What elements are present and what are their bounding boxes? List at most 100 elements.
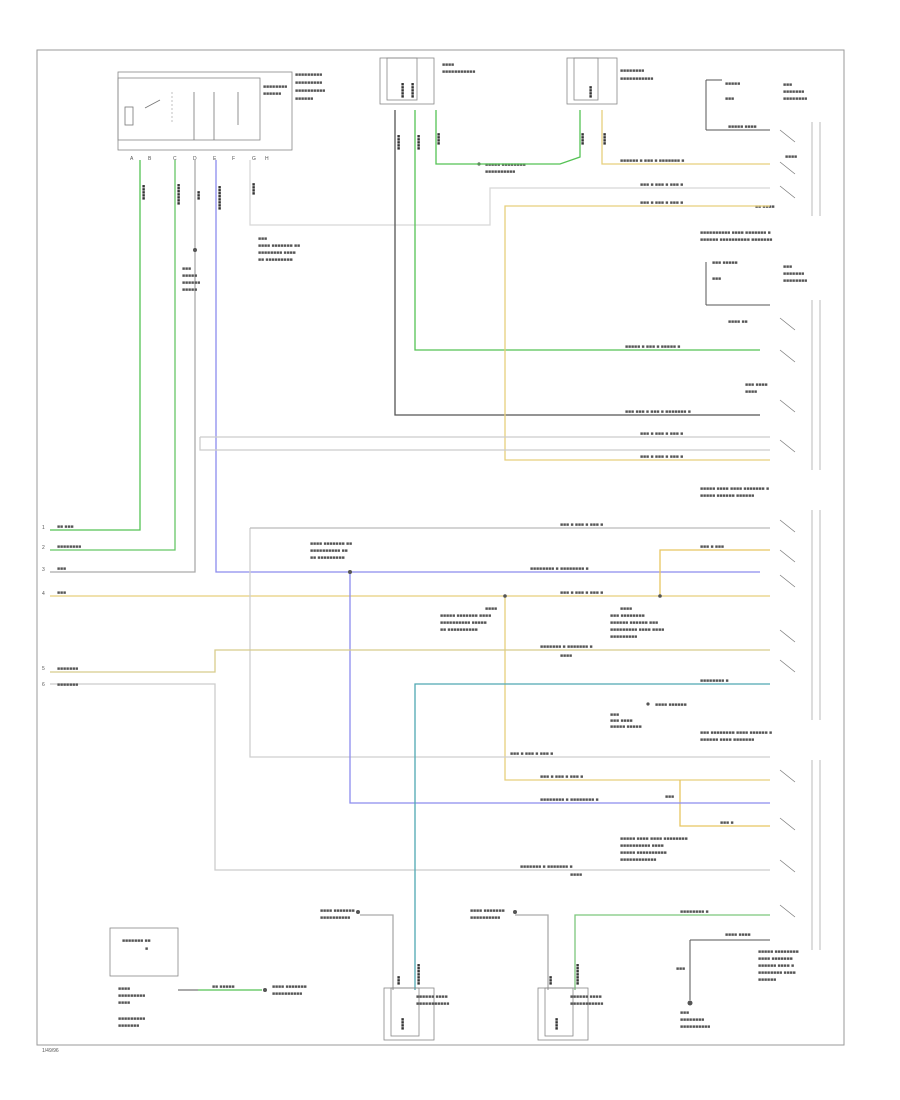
svg-text:■■■■: ■■■■ bbox=[785, 154, 797, 160]
svg-text:■■■■ ■■■■■■■: ■■■■ ■■■■■■■ bbox=[758, 956, 793, 962]
svg-text:■■■■■■ ■■■■ ■■■■■■■: ■■■■■■ ■■■■ ■■■■■■■ bbox=[700, 737, 754, 743]
svg-text:■■■■■ ■■■■■■■ ■■■■: ■■■■■ ■■■■■■■ ■■■■ bbox=[440, 613, 491, 619]
ground-note: ■■■ ■■■■ ■■■■■■■ ■■ ■■■■■■■■ ■■■■ ■■ ■■■… bbox=[182, 236, 300, 293]
svg-text:■■■■■■■■■■: ■■■■■■■■■■ bbox=[485, 169, 515, 175]
svg-text:■■■: ■■■ bbox=[665, 794, 674, 800]
passenger-door-switch-block: ■■■■■ ■■■ ■■■ ■■■■■■■ ■■■■■■■■ ■■■■■ ■■■… bbox=[700, 79, 821, 243]
svg-text:■■■: ■■■ bbox=[680, 1010, 689, 1016]
svg-text:■■■■■■■■■■ ■■: ■■■■■■■■■■ ■■ bbox=[310, 548, 348, 554]
svg-text:■■■: ■■■ bbox=[57, 566, 66, 572]
svg-text:■■■ ■ ■■■ ■ ■■■ ■: ■■■ ■ ■■■ ■ ■■■ ■ bbox=[560, 590, 603, 596]
svg-text:■■■: ■■■ bbox=[712, 276, 721, 282]
svg-text:■■■■■■■■■■■: ■■■■■■■■■■■ bbox=[416, 1001, 449, 1007]
svg-text:■■■■■■■: ■■■■■■■ bbox=[416, 964, 422, 985]
svg-text:■■■■: ■■■■ bbox=[251, 183, 257, 195]
svg-text:■■■■: ■■■■ bbox=[602, 133, 608, 145]
svg-text:■■■■■■■■■■■: ■■■■■■■■■■■ bbox=[570, 1001, 603, 1007]
svg-text:■■■■■■ ■ ■■■ ■ ■■■■■■■ ■: ■■■■■■ ■ ■■■ ■ ■■■■■■■ ■ bbox=[620, 158, 684, 164]
top-left-module: ■■■■■■■■ ■■■■■■ ■■■■■■■■■ ■■■■■■■■■ ■■■■… bbox=[117, 71, 325, 162]
svg-text:■■■■■ ■■■■■■■■: ■■■■■ ■■■■■■■■ bbox=[485, 162, 526, 168]
svg-text:E: E bbox=[213, 156, 217, 162]
svg-text:■■■■: ■■■■ bbox=[745, 389, 757, 395]
gray-wire-left bbox=[50, 160, 196, 573]
svg-text:■■■■■■■■■: ■■■■■■■■■ bbox=[118, 1016, 145, 1022]
svg-text:■■■■ ■■■■: ■■■■ ■■■■ bbox=[725, 932, 751, 938]
diagram-border bbox=[36, 49, 845, 1046]
svg-text:■■■ ■■■■■■■■ ■■■■ ■■■■■■ ■: ■■■ ■■■■■■■■ ■■■■ ■■■■■■ ■ bbox=[700, 730, 772, 736]
svg-text:■■■■■: ■■■■■ bbox=[396, 135, 402, 150]
teal-wire bbox=[414, 683, 770, 990]
svg-text:■: ■ bbox=[145, 946, 148, 952]
svg-text:■■■■■■■■■: ■■■■■■■■■ bbox=[295, 72, 322, 78]
svg-text:■■■ ■■■■■: ■■■ ■■■■■ bbox=[712, 260, 738, 266]
svg-text:■■■■■■■■ ■: ■■■■■■■■ ■ bbox=[700, 678, 729, 684]
svg-text:■■■■: ■■■■ bbox=[560, 653, 572, 659]
svg-text:■■■■■■: ■■■■■■ bbox=[758, 977, 776, 983]
svg-text:■■■■: ■■■■ bbox=[400, 1018, 406, 1030]
svg-text:■■■■■: ■■■■■ bbox=[410, 83, 416, 98]
svg-text:■■■■ ■■■■■■■ ■■: ■■■■ ■■■■■■■ ■■ bbox=[258, 243, 300, 249]
svg-text:■■■ ■ ■■■ ■ ■■■ ■: ■■■ ■ ■■■ ■ ■■■ ■ bbox=[540, 774, 583, 780]
svg-text:G: G bbox=[252, 156, 256, 162]
svg-text:■■■■■■■: ■■■■■■■ bbox=[57, 666, 78, 672]
svg-text:■■ ■■■■: ■■ ■■■■ bbox=[755, 204, 775, 210]
svg-text:■■■■: ■■■■ bbox=[570, 872, 582, 878]
svg-text:■■■: ■■■ bbox=[196, 191, 202, 200]
svg-text:■■■■■■■■ ■ ■■■■■■■■ ■: ■■■■■■■■ ■ ■■■■■■■■ ■ bbox=[540, 797, 599, 803]
svg-text:■■■■■■■: ■■■■■■■ bbox=[575, 964, 581, 985]
svg-text:■■■■■■: ■■■■■■ bbox=[182, 280, 200, 286]
dark-wire-driver bbox=[394, 110, 760, 416]
svg-text:■■■■■■■■: ■■■■■■■■ bbox=[217, 186, 223, 210]
svg-text:■■■■: ■■■■ bbox=[436, 133, 442, 145]
svg-text:■■■■■■■■■■■: ■■■■■■■■■■■ bbox=[620, 76, 653, 82]
right-rear-door-switch-block: ■■■■■ ■■■■■■■■ ■■■■ ■■■■■■■ ■■■■■■ ■■■■ … bbox=[676, 760, 821, 1030]
svg-text:■■■■: ■■■■ bbox=[485, 606, 497, 612]
svg-text:■■■ ■■■■■■■■: ■■■ ■■■■■■■■ bbox=[610, 613, 645, 619]
svg-text:■■■ ■: ■■■ ■ bbox=[720, 820, 733, 826]
green-wire-top bbox=[435, 110, 581, 165]
svg-text:■■■■ ■■: ■■■■ ■■ bbox=[728, 319, 748, 325]
left-rear-door-switch-block: ■■■■ ■■■■■■ ■■■ ■■■ ■■■■ ■■■■■ ■■■■■ ■■■… bbox=[610, 510, 821, 743]
svg-text:■■■■■■■■: ■■■■■■■■ bbox=[783, 96, 807, 102]
svg-text:■■■■■■■■■■: ■■■■■■■■■■ bbox=[272, 991, 302, 997]
svg-text:■■ ■■■■■: ■■ ■■■■■ bbox=[212, 984, 235, 990]
svg-text:■■■■■ ■■■■: ■■■■■ ■■■■ bbox=[728, 124, 757, 130]
svg-text:■■■■■■■■■■ ■■■■ ■■■■■■■ ■: ■■■■■■■■■■ ■■■■ ■■■■■■■ ■ bbox=[700, 230, 771, 236]
pink-wire-top bbox=[249, 160, 770, 226]
svg-text:■■■■: ■■■■ bbox=[554, 1018, 560, 1030]
blue-wire-rr bbox=[349, 572, 770, 804]
svg-text:■■■ ■ ■■■ ■ ■■■ ■: ■■■ ■ ■■■ ■ ■■■ ■ bbox=[640, 182, 683, 188]
svg-text:■■■■■■■: ■■■■■■■ bbox=[783, 89, 804, 95]
yellow-wire-long bbox=[504, 205, 770, 461]
svg-text:■■■■■ ■■■■■: ■■■■■ ■■■■■ bbox=[610, 724, 642, 730]
svg-text:C: C bbox=[173, 156, 177, 162]
splice-labels: ■■■■ ■■■■■■■ ■■ ■■■■■■■■■■ ■■ ■■ ■■■■■■■… bbox=[310, 541, 688, 863]
svg-text:H: H bbox=[265, 156, 269, 162]
svg-text:■■■■■■■■■■■: ■■■■■■■■■■■ bbox=[442, 69, 475, 75]
svg-text:■■■■■■■■■■■■: ■■■■■■■■■■■■ bbox=[620, 857, 656, 863]
svg-text:■■■: ■■■ bbox=[676, 966, 685, 972]
svg-text:■■■■■■ ■■■■ ■: ■■■■■■ ■■■■ ■ bbox=[758, 963, 794, 969]
svg-text:■■■■■■■■■■: ■■■■■■■■■■ bbox=[680, 1024, 710, 1030]
svg-text:■■■■■: ■■■■■ bbox=[141, 185, 147, 200]
svg-text:■■■■ ■■■■■■■: ■■■■ ■■■■■■■ bbox=[470, 908, 505, 914]
svg-text:■■■■■■: ■■■■■■ bbox=[263, 91, 281, 97]
khaki-wire bbox=[50, 649, 770, 673]
svg-text:■■■■■: ■■■■■ bbox=[182, 287, 197, 293]
svg-text:■■■■■■■ ■■: ■■■■■■■ ■■ bbox=[122, 938, 151, 944]
svg-text:■■■ ■ ■■■: ■■■ ■ ■■■ bbox=[700, 544, 724, 550]
svg-text:■■■: ■■■ bbox=[725, 96, 734, 102]
svg-text:6: 6 bbox=[42, 682, 45, 688]
green-wire-driver bbox=[414, 110, 760, 351]
wire-labels: ■■ ■■■ ■■■■■■■■ ■■■ ■■■ ■■■■■■■ ■■■■■■■ … bbox=[42, 158, 733, 915]
svg-text:■■■■: ■■■■ bbox=[580, 133, 586, 145]
svg-text:■■■: ■■■ bbox=[182, 266, 191, 272]
svg-text:■■■■■■■: ■■■■■■■ bbox=[783, 271, 804, 277]
svg-text:■■■■■■ ■■■■■■ ■■■: ■■■■■■ ■■■■■■ ■■■ bbox=[610, 620, 658, 626]
svg-text:■■■■■■: ■■■■■■ bbox=[295, 96, 313, 102]
svg-text:■■■■■■■■■: ■■■■■■■■■ bbox=[610, 634, 637, 640]
svg-text:■■■■■■■■: ■■■■■■■■ bbox=[783, 278, 807, 284]
svg-text:■■ ■■■■■■■■■: ■■ ■■■■■■■■■ bbox=[258, 257, 293, 263]
svg-text:■■■■■■ ■■■■: ■■■■■■ ■■■■ bbox=[570, 994, 602, 1000]
left-rear-window-switch: ■■■■ ■■■■■■■ ■■■■■■■■■■ ■■■■ ■■■■■■ ■■■■… bbox=[470, 908, 603, 1041]
